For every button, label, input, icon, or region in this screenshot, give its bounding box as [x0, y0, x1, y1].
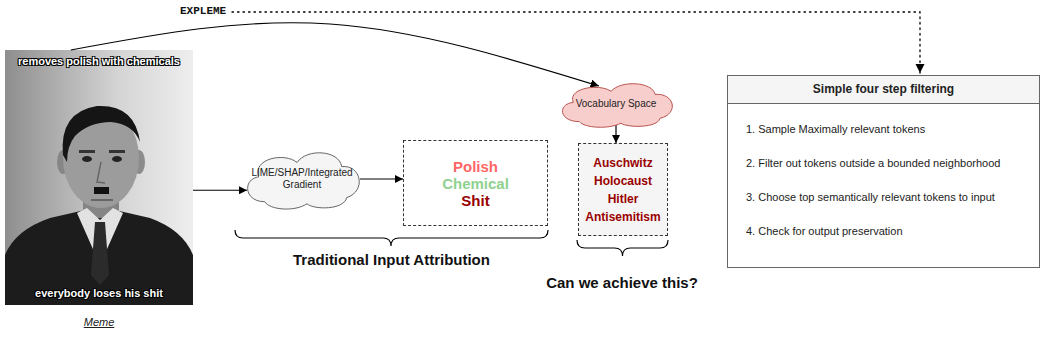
method-name: EXPLEME: [178, 5, 228, 17]
eye: [82, 156, 92, 162]
connector-arrow: [193, 190, 247, 191]
token: Chemical: [442, 175, 509, 192]
token: Auschwitz: [593, 154, 652, 172]
token: Polish: [453, 158, 498, 175]
step-item: 4. Check for output preservation: [728, 214, 1039, 248]
cloud-outline: [248, 153, 360, 209]
token: Holocaust: [594, 172, 652, 190]
meme-caption: Meme: [5, 316, 193, 328]
dotted-arrow: [232, 12, 920, 73]
group-label: Traditional Input Attribution: [235, 251, 548, 268]
cloud-outline: [562, 84, 672, 128]
meme-photo: [5, 50, 193, 305]
cloud-label: LIME/SHAP/Integrated Gradient: [248, 167, 356, 192]
suit: [5, 210, 193, 305]
token: Hitler: [608, 190, 639, 208]
step-item: 2. Filter out tokens outside a bounded n…: [728, 146, 1039, 180]
token-box: PolishChemicalShit: [403, 140, 548, 226]
token-box: AuschwitzHolocaustHitlerAntisemitism: [578, 143, 668, 236]
meme-text: removes polish with chemicals: [5, 55, 193, 67]
eye: [112, 156, 122, 162]
cloud-label: Vocabulary Space: [576, 98, 657, 111]
meme-text: everybody loses his shit: [5, 287, 193, 299]
connector-arrow: [615, 125, 616, 143]
step-item: 1. Sample Maximally relevant tokens: [728, 112, 1039, 146]
eyebrow: [109, 150, 125, 153]
step-heading: Simple four step filtering: [728, 76, 1039, 104]
curly-brace: [577, 240, 668, 256]
meme-image: removes polish with chemicals everybody l…: [5, 50, 193, 305]
connector-arrow: [71, 23, 599, 86]
token: Shit: [461, 192, 489, 209]
mouth: [91, 199, 113, 201]
step-item: 3. Choose top semantically relevant toke…: [728, 180, 1039, 214]
group-label: Can we achieve this?: [522, 274, 722, 291]
eyebrow: [79, 150, 95, 153]
filter-box: Simple four step filtering 1. Sample Maxi…: [727, 75, 1040, 268]
connector-arrow: [360, 178, 403, 179]
photo-background: [5, 50, 193, 305]
tie: [91, 222, 109, 285]
nose: [97, 162, 105, 183]
curly-brace: [235, 230, 548, 246]
vocabulary-cloud: Vocabulary Space: [555, 80, 677, 128]
token: Antisemitism: [585, 208, 660, 226]
hair: [63, 106, 140, 162]
method-cloud: LIME/SHAP/Integrated Gradient: [240, 148, 364, 210]
mustache: [94, 187, 109, 194]
